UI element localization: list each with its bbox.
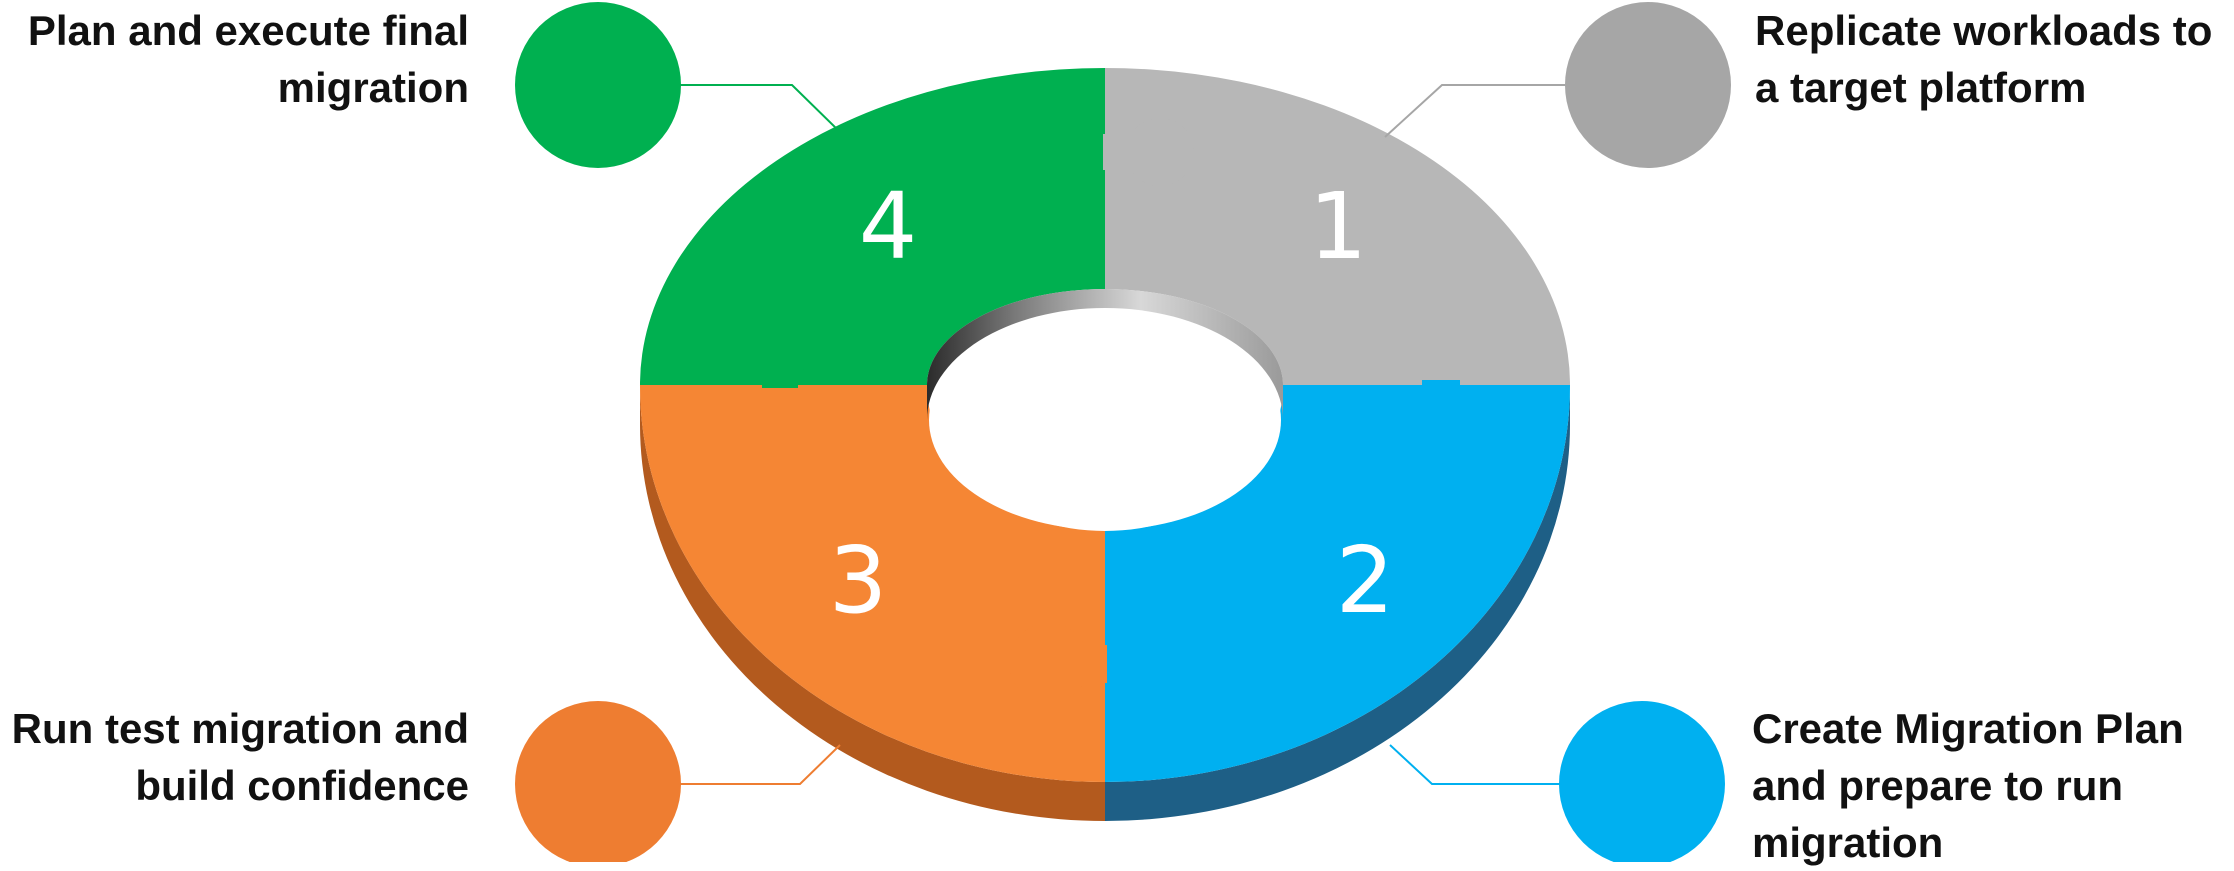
ring-hole bbox=[929, 310, 1281, 530]
step-4-label-line-1: Plan and execute final bbox=[27, 7, 469, 54]
segment-1-face bbox=[1105, 68, 1570, 385]
connector-4 bbox=[680, 84, 841, 133]
ring-hole-wall bbox=[927, 289, 1283, 420]
step-2-label-line-2: and prepare to run bbox=[1752, 762, 2124, 809]
step-4-label: Plan and execute final migration bbox=[28, 2, 469, 116]
step-3-label-line-1: Run test migration and bbox=[11, 705, 469, 752]
segment-4-number: 4 bbox=[859, 173, 918, 280]
puzzle-tab-2-into-1 bbox=[1402, 380, 1478, 462]
ring-side-blue bbox=[1105, 385, 1571, 821]
step-3-label: Run test migration and build confidence bbox=[12, 700, 469, 814]
marker-circle-1 bbox=[1565, 2, 1731, 168]
step-2-label-line-1: Create Migration Plan bbox=[1752, 705, 2184, 752]
marker-circle-3 bbox=[515, 701, 681, 862]
step-1-label-line-1: Replicate workloads to bbox=[1755, 7, 2213, 54]
ring-side-orange bbox=[639, 385, 1105, 821]
step-2-label-line-3: migration bbox=[1752, 819, 1944, 866]
segment-4-face bbox=[640, 68, 1105, 385]
segment-2-face bbox=[1105, 385, 1571, 782]
step-4-label-line-2: migration bbox=[277, 64, 469, 111]
segment-3-face bbox=[639, 385, 1105, 782]
connector-1 bbox=[1384, 84, 1565, 138]
segment-1-number: 1 bbox=[1309, 173, 1368, 280]
connector-2 bbox=[1389, 744, 1565, 785]
step-1-label-line-2: a target platform bbox=[1755, 64, 2087, 111]
marker-circle-4 bbox=[515, 2, 681, 168]
segment-3-number: 3 bbox=[829, 527, 888, 634]
step-1-label: Replicate workloads to a target platform bbox=[1755, 2, 2212, 116]
marker-circle-2 bbox=[1559, 701, 1725, 862]
segment-2-number: 2 bbox=[1336, 527, 1395, 634]
puzzle-tab-4-into-3 bbox=[744, 306, 816, 388]
puzzle-tab-3-into-2 bbox=[1009, 623, 1107, 703]
step-2-label: Create Migration Plan and prepare to run… bbox=[1752, 700, 2184, 871]
puzzle-tab-1-into-4 bbox=[1103, 118, 1194, 186]
connector-3 bbox=[680, 744, 841, 785]
step-3-label-line-2: build confidence bbox=[135, 762, 469, 809]
